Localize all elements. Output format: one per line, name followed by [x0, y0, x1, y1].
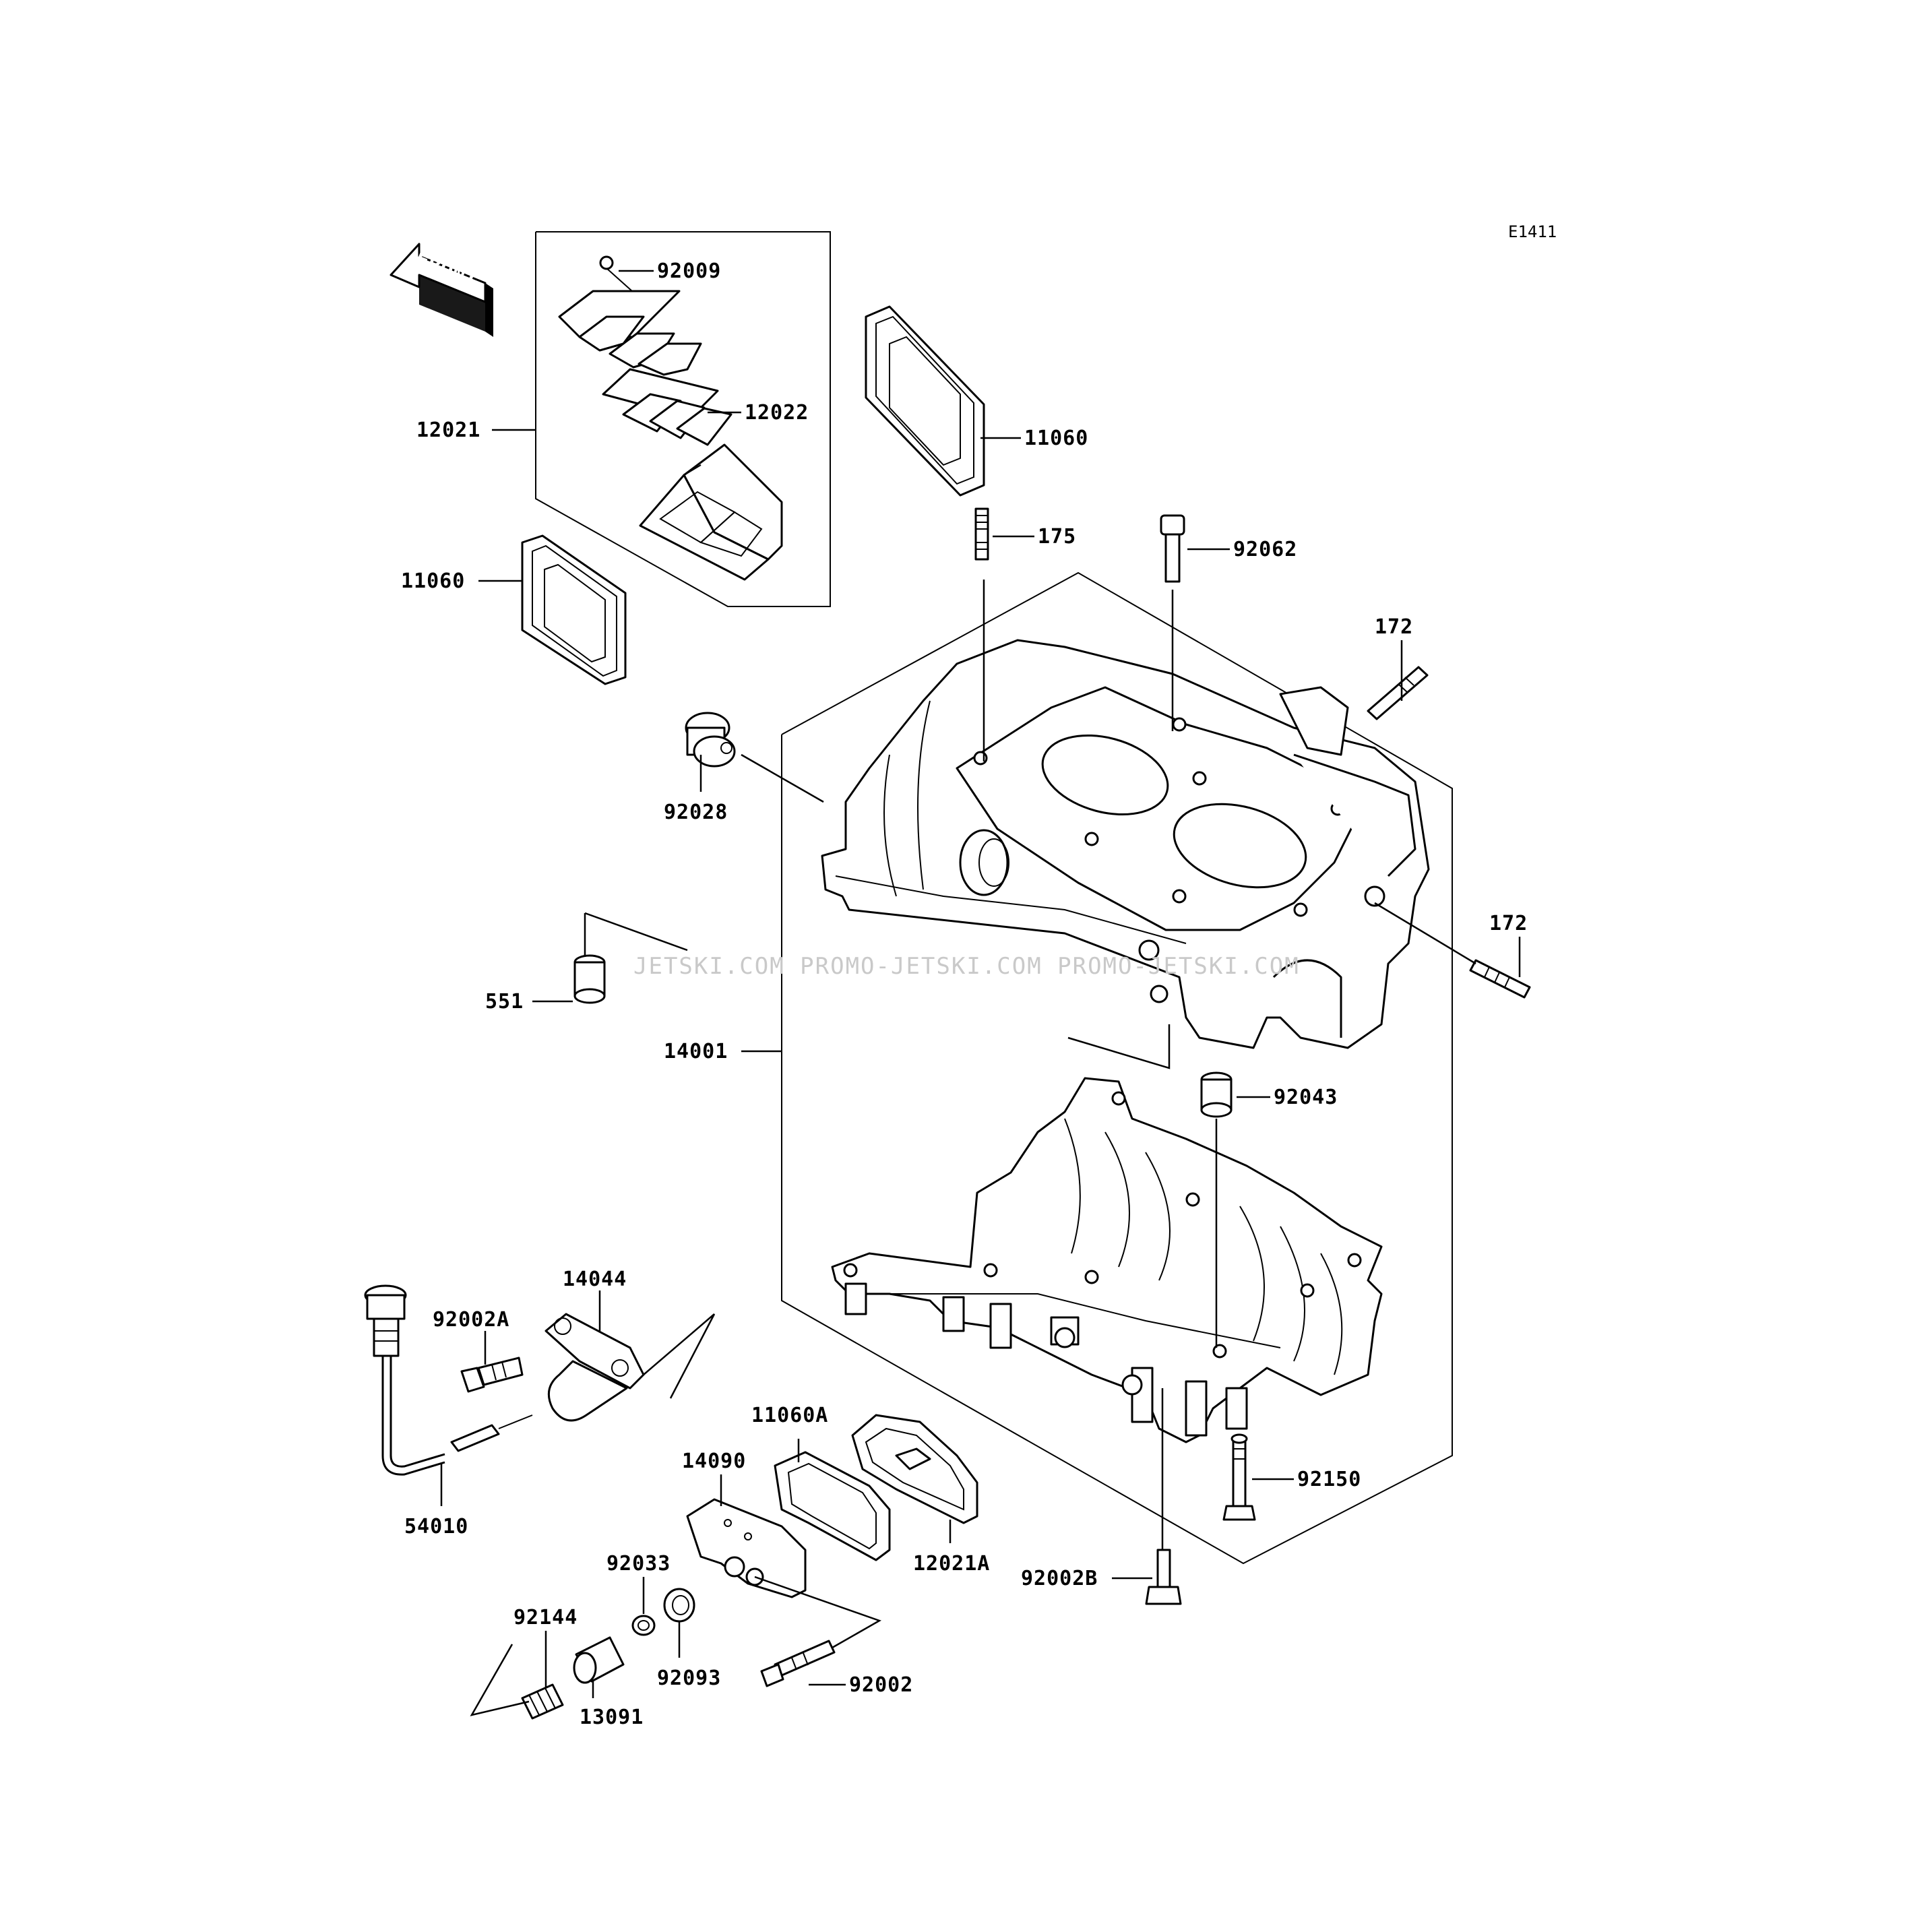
front-arrow-icon: FRONT: [389, 243, 493, 337]
stud-175: [974, 507, 989, 561]
label-11060A: 11060A: [751, 1404, 828, 1427]
bolt-92002B: [1145, 1549, 1182, 1605]
plate-14090: [686, 1498, 807, 1598]
reed-stopper: [602, 368, 733, 446]
label-14044: 14044: [563, 1268, 627, 1291]
stud-172-top: [1367, 666, 1429, 720]
label-92093: 92093: [657, 1666, 721, 1690]
cup-13091: [573, 1636, 625, 1684]
gasket-11060-top: [865, 305, 985, 497]
crankcase-assembly-box: [781, 571, 1453, 1565]
label-92062: 92062: [1233, 538, 1297, 561]
label-172-right: 172: [1489, 912, 1528, 935]
label-92002A: 92002A: [433, 1308, 509, 1332]
label-175: 175: [1038, 525, 1076, 549]
label-92009: 92009: [657, 259, 721, 283]
dowel-551: [573, 954, 606, 1004]
gasket-11060A: [774, 1451, 891, 1561]
label-11060-top: 11060: [1024, 427, 1088, 450]
label-92150: 92150: [1297, 1468, 1361, 1491]
reed-petals-top: [558, 255, 702, 376]
label-12021A: 12021A: [913, 1552, 990, 1576]
bushing-92093: [663, 1588, 695, 1623]
lower-crankcase: [831, 1077, 1383, 1443]
upper-crankcase: [821, 639, 1430, 1049]
label-92002: 92002: [849, 1673, 913, 1697]
label-92028: 92028: [664, 801, 728, 824]
fitting-14044: [544, 1313, 645, 1422]
callout-labels: 92009 12022 12021 11060 11060 175 92062 …: [401, 259, 1528, 1729]
drain-tube-54010: [364, 1284, 533, 1476]
reed-valve-kit-box: [535, 231, 831, 607]
gasket-11060-left: [521, 534, 627, 685]
bolt-92002A: [460, 1357, 524, 1393]
ring-92033: [631, 1615, 656, 1636]
bolt-92002: [760, 1640, 836, 1687]
bolt-92150: [1222, 1433, 1256, 1521]
watermark: JETSKI.COM PROMO-JETSKI.COM PROMO-JETSKI…: [633, 953, 1300, 980]
label-551: 551: [485, 990, 524, 1014]
label-92002B: 92002B: [1021, 1567, 1098, 1590]
label-11060-left: 11060: [401, 569, 465, 593]
dowel-92043: [1200, 1071, 1233, 1118]
plug-92028: [685, 712, 736, 768]
cover-12021A: [851, 1414, 978, 1524]
label-13091: 13091: [580, 1706, 644, 1729]
label-12022: 12022: [745, 401, 809, 425]
label-12021: 12021: [416, 418, 480, 442]
bolt-92062: [1160, 514, 1185, 583]
label-92043: 92043: [1274, 1086, 1338, 1109]
label-14001: 14001: [664, 1040, 728, 1063]
spring-92144: [521, 1683, 564, 1720]
stud-172-right: [1469, 959, 1531, 999]
label-54010: 54010: [404, 1515, 468, 1538]
label-14090: 14090: [682, 1450, 746, 1473]
label-92033: 92033: [606, 1552, 671, 1576]
reed-cage: [639, 443, 783, 581]
diagram-ref-code: E1411: [1508, 222, 1557, 241]
label-172-top: 172: [1375, 615, 1413, 639]
leader-lines: [440, 270, 1521, 1716]
label-92144: 92144: [513, 1606, 578, 1629]
